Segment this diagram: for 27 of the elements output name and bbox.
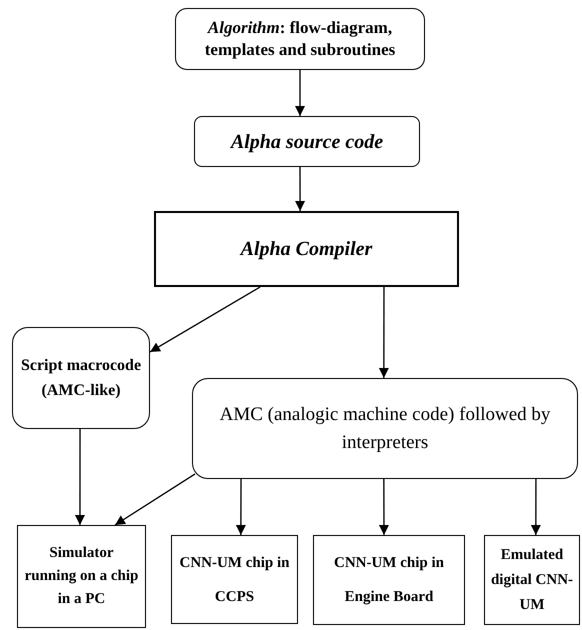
arrow [74, 429, 85, 525]
process-box [154, 211, 459, 287]
process-box [12, 327, 150, 429]
arrow [295, 167, 306, 211]
node-label: Alpha source code [230, 130, 384, 154]
node-label: AMC (analogic machine code) followed by interpreters [218, 402, 552, 454]
process-box [192, 378, 578, 479]
node-label: CNN-UM chip in CCPS [178, 554, 290, 606]
arrow [114, 473, 196, 526]
node-label: Algorithm: flow-diagram, templates and subroutines [204, 17, 396, 61]
node-label: Script macrocode (AMC-like) [20, 356, 142, 401]
process-box [194, 116, 420, 167]
node-label: CNN-UM chip in Engine Board [332, 554, 445, 607]
arrow [378, 479, 389, 535]
process-box [313, 535, 465, 625]
arrow [378, 287, 389, 378]
process-box [175, 8, 425, 70]
process-box [171, 535, 298, 624]
node-label: Simulator running on a chip in a PC [24, 544, 140, 609]
node-label: Emulated digital CNN-UM [490, 546, 574, 614]
process-box [17, 525, 146, 628]
node-label: Alpha Compiler [240, 237, 372, 262]
arrow [530, 479, 541, 535]
arrow [150, 286, 260, 353]
arrow [295, 70, 305, 116]
arrow [236, 479, 246, 535]
process-box [484, 535, 580, 625]
